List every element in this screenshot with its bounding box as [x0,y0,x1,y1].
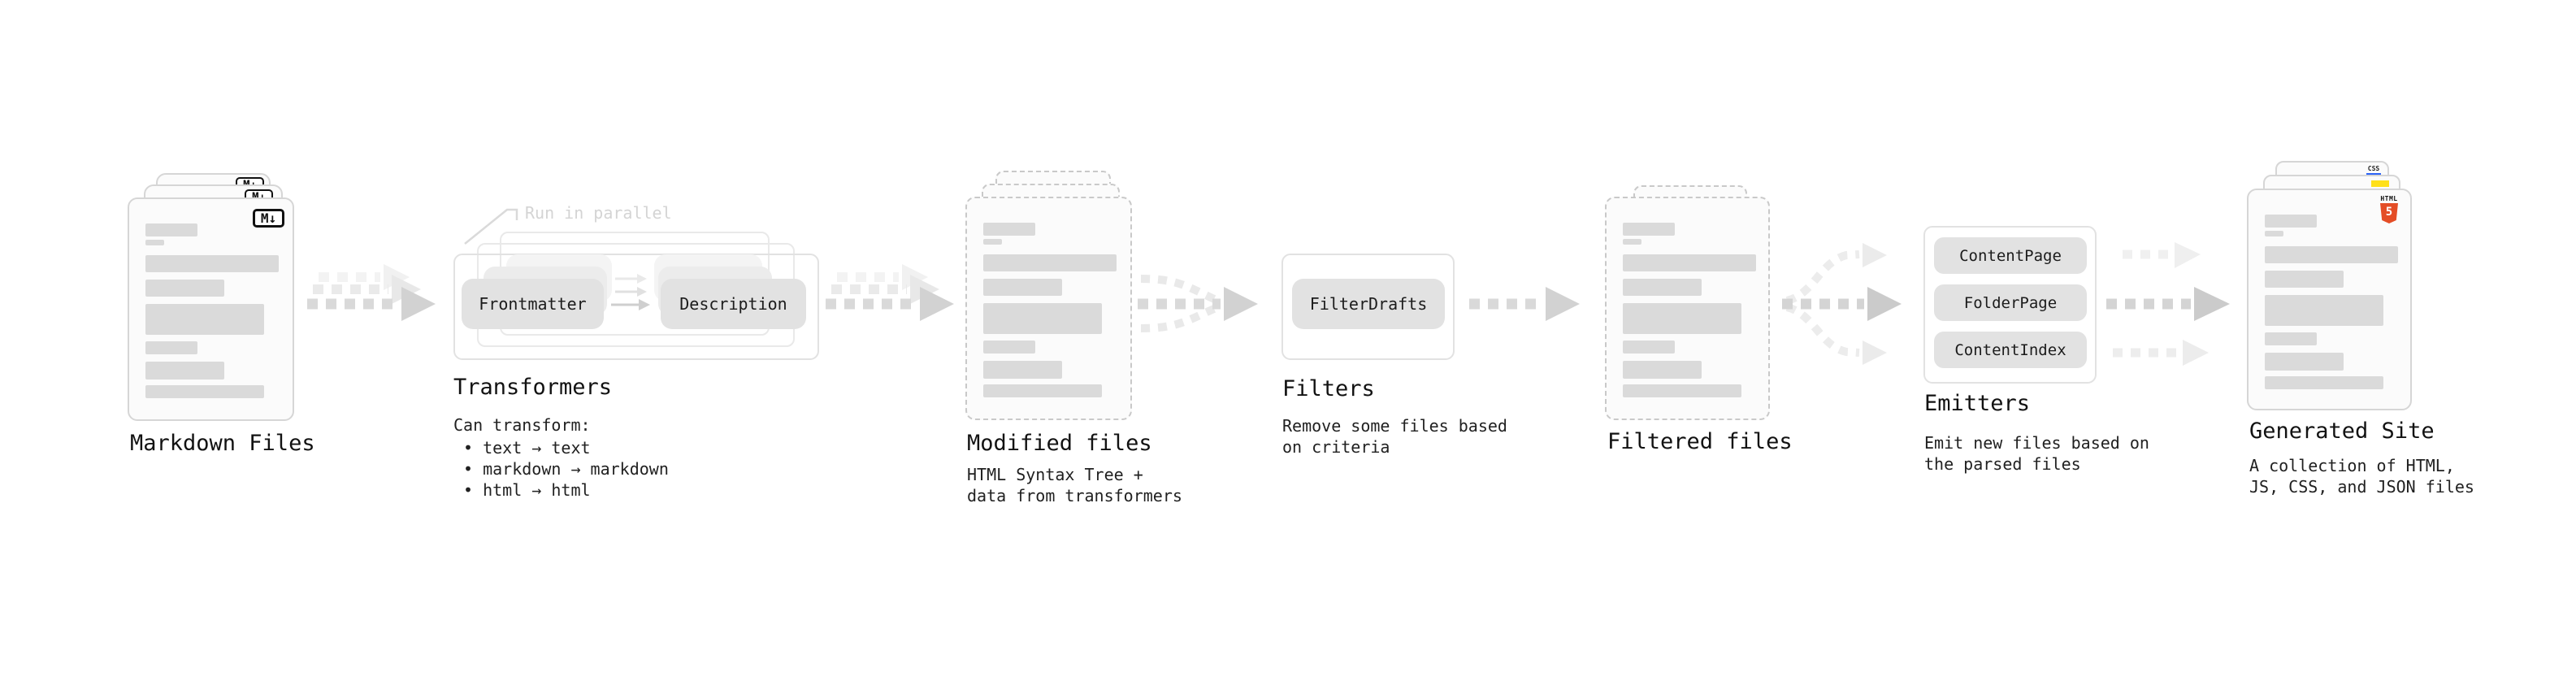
arrow-filtered-to-emitters [1782,243,1902,365]
stage-title-modified-files: Modified files [967,431,1152,456]
markdown-icon: M↓ [253,209,284,228]
text-placeholder-bar [983,239,1002,245]
text-placeholder-bar [145,304,264,335]
text-placeholder-bar [2265,353,2344,371]
pill-filterdrafts: FilterDrafts [1292,279,1445,329]
text-placeholder-bar [1623,340,1675,354]
text-placeholder-bar [145,341,197,354]
stage-title-filters: Filters [1282,376,1375,401]
text-placeholder-bar [1623,223,1675,236]
filtered-file-card [1605,197,1770,420]
arrow-modified-to-filters [1138,275,1258,332]
markdown-file-card: M↓ [128,197,294,421]
generated-desc-line: JS, CSS, and JSON files [2249,477,2474,497]
text-placeholder-bar [2265,271,2344,288]
arrow-emitters-to-generated [2106,242,2230,366]
text-placeholder-bar [1623,254,1756,271]
text-placeholder-bar [2265,295,2383,326]
modified-file-card [965,197,1132,420]
text-placeholder-bar [1623,384,1741,397]
emitters-box [1923,226,2097,384]
text-placeholder-bar [2265,376,2383,389]
filters-desc-line: Remove some files based [1282,416,1507,436]
text-placeholder-bar [983,279,1062,296]
pill-frontmatter: Frontmatter [462,279,604,329]
filters-box [1281,254,1455,360]
text-placeholder-bar [983,223,1035,236]
stage-title-markdown-files: Markdown Files [130,431,315,456]
pill-folderpage: FolderPage [1934,284,2087,321]
modified-desc-line: HTML Syntax Tree + [967,465,1143,484]
pill-description: Description [661,279,806,329]
pill-contentpage: ContentPage [1934,237,2087,274]
generated-desc-line: A collection of HTML, [2249,456,2455,475]
stage-title-transformers: Transformers [453,375,613,400]
arrow-transformers-to-modified [826,264,954,321]
text-placeholder-bar [1623,303,1741,334]
pill-contentindex: ContentIndex [1934,332,2087,368]
text-placeholder-bar [145,223,197,236]
text-placeholder-bar [2265,332,2317,345]
text-placeholder-bar [145,362,224,380]
text-placeholder-bar [145,255,279,272]
stage-title-generated-site: Generated Site [2249,419,2435,444]
arrow-markdown-to-transformers [307,264,436,321]
emitters-desc-line: the parsed files [1924,454,2081,474]
modified-desc-line: data from transformers [967,486,1182,505]
text-placeholder-bar [983,384,1102,397]
html5-icon: HTML 5 [2379,196,2400,223]
text-placeholder-bar [1623,361,1702,379]
transformers-bullet: • markdown → markdown [463,459,669,479]
text-placeholder-bar [2265,215,2317,228]
emitters-desc-line: Emit new files based on [1924,433,2149,453]
text-placeholder-bar [145,280,224,297]
text-placeholder-bar [1623,239,1641,245]
text-placeholder-bar [145,385,264,398]
stage-title-filtered-files: Filtered files [1607,429,1793,454]
text-placeholder-bar [2265,231,2283,236]
run-in-parallel-note: Run in parallel [525,203,672,223]
text-placeholder-bar [1623,279,1702,296]
transformers-bullet: • text → text [463,438,591,458]
transformer-layer-front [453,254,819,360]
text-placeholder-bar [983,340,1035,354]
text-placeholder-bar [145,240,164,245]
text-placeholder-bar [2265,246,2398,263]
text-placeholder-bar [983,254,1117,271]
generated-file-card-html: HTML 5 [2247,189,2412,410]
transformers-desc-heading: Can transform: [453,415,591,435]
text-placeholder-bar [983,303,1102,334]
stage-title-emitters: Emitters [1924,391,2031,416]
text-placeholder-bar [983,361,1062,379]
arrow-filters-to-filtered [1469,287,1580,321]
transformers-bullet: • html → html [463,480,591,500]
filters-desc-line: on criteria [1282,437,1390,457]
js-icon [2371,180,2389,187]
